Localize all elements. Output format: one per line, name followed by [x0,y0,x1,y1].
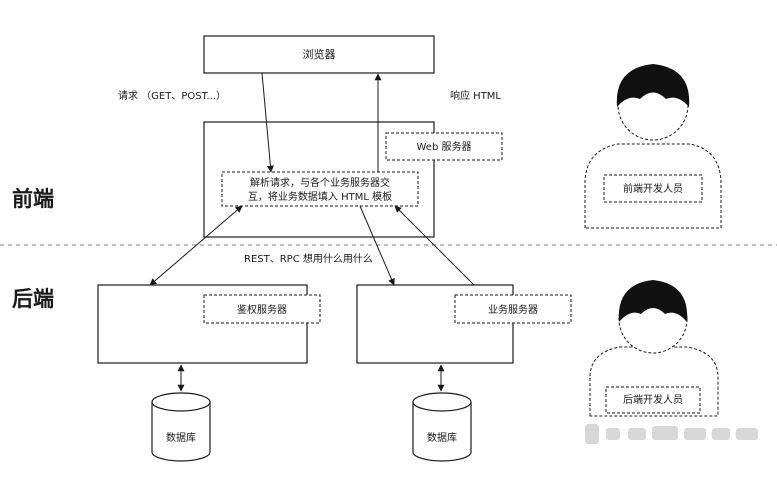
request-arrow [261,72,274,173]
frontend-developer-figure [584,64,722,229]
rpc-label: REST、RPC 想用什么用什么 [244,252,373,265]
db-right-cylinder [412,392,472,462]
db-left-cylinder [151,392,211,462]
parse-request-box [221,171,419,207]
web-server-tag [385,132,503,161]
backend-lane-title: 后端 [12,287,54,311]
browser-box [203,35,435,74]
db-right-label: 数据库 [427,431,457,444]
auth-server-tag [203,294,321,324]
watermark-blur [585,424,758,444]
auth-server-label: 鉴权服务器 [237,303,287,316]
browser-label: 浏览器 [303,47,336,61]
biz-request-arrow [359,205,395,286]
request-label: 请求 （GET、POST...） [118,89,226,102]
response-label: 响应 HTML [450,89,501,102]
web-server-label: Web 服务器 [417,140,472,153]
parse-request-line1: 解析请求，与各个业务服务器交 [250,176,390,189]
biz-response-arrow [394,205,475,286]
parse-request-line2: 互，将业务数据填入 HTML 模板 [248,190,392,203]
frontend-lane-title: 前端 [12,187,54,211]
auth-arrow [149,205,243,286]
db-left-label: 数据库 [166,431,196,444]
frontend-developer-label: 前端开发人员 [623,182,683,195]
biz-server-tag [454,294,572,324]
backend-developer-figure [589,280,719,417]
backend-developer-label: 后端开发人员 [623,393,683,406]
biz-server-label: 业务服务器 [488,303,538,316]
